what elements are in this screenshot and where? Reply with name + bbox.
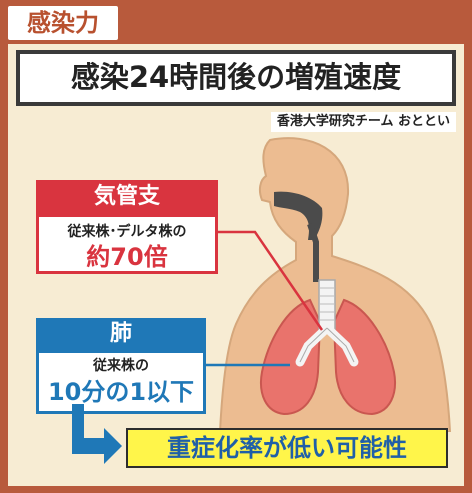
category-tag: 感染力 (8, 6, 118, 40)
conclusion-banner: 重症化率が低い可能性 (126, 428, 448, 468)
lung-comparison: 従来株の (93, 358, 149, 374)
respiratory-system-illustration (218, 137, 452, 432)
bronchus-body: 従来株･デルタ株の 約70倍 (36, 214, 218, 274)
page-title: 感染24時間後の増殖速度 (16, 50, 456, 106)
source-credit: 香港大学研究チーム おととい (270, 112, 456, 132)
bronchus-heading: 気管支 (36, 180, 218, 214)
right-lung (332, 298, 396, 416)
bronchus-callout: 気管支 従来株･デルタ株の 約70倍 (36, 180, 218, 274)
lung-body: 従来株の 10分の1以下 (36, 350, 206, 414)
arrow-right-icon (72, 404, 122, 464)
bronchus-multiplier: 約70倍 (86, 243, 168, 271)
lung-heading: 肺 (36, 318, 206, 350)
bronchus-comparison: 従来株･デルタ株の (67, 224, 187, 240)
lung-ratio: 10分の1以下 (47, 378, 195, 406)
lung-callout: 肺 従来株の 10分の1以下 (36, 318, 206, 414)
